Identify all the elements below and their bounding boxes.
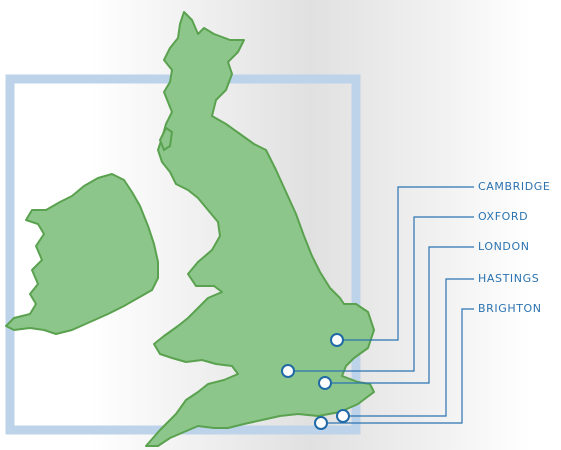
leader-line-london xyxy=(325,246,474,384)
leader-lines xyxy=(288,186,474,424)
city-label-brighton: BRIGHTON xyxy=(478,302,542,315)
leader-line-brighton xyxy=(321,308,474,424)
leader-line-oxford xyxy=(288,216,474,372)
city-markers xyxy=(281,333,350,430)
leader-line-cambridge xyxy=(337,186,474,341)
city-label-hastings: HASTINGS xyxy=(478,272,540,285)
marker-brighton xyxy=(314,416,328,430)
marker-oxford xyxy=(281,364,295,378)
marker-cambridge xyxy=(330,333,344,347)
leader-line-hastings xyxy=(343,278,474,417)
ireland-landmass xyxy=(5,173,159,335)
city-label-cambridge: CAMBRIDGE xyxy=(478,180,551,193)
hebrides-island xyxy=(158,126,174,152)
city-label-london: LONDON xyxy=(478,240,530,253)
city-label-oxford: OXFORD xyxy=(478,210,529,223)
marker-london xyxy=(318,376,332,390)
great-britain-landmass xyxy=(145,11,375,447)
marker-hastings xyxy=(336,409,350,423)
